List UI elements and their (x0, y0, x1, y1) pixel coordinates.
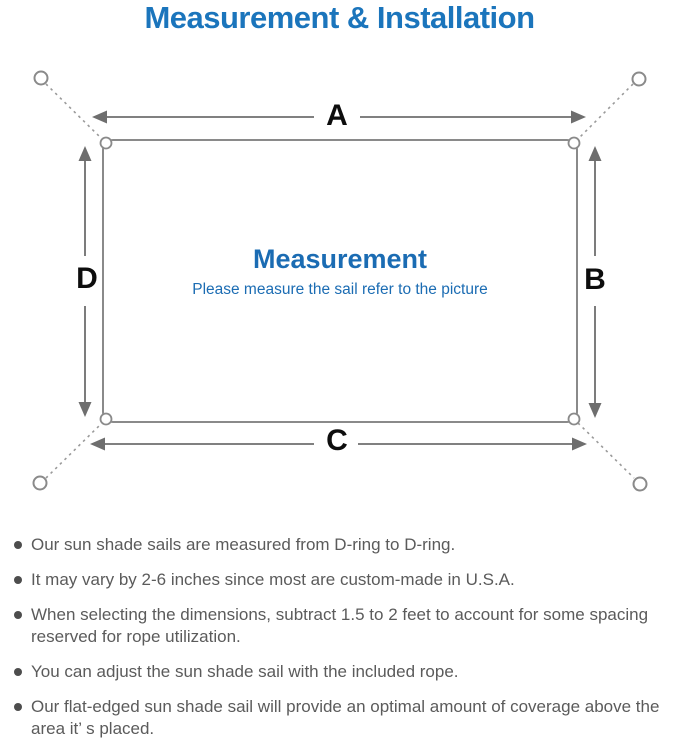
measurement-diagram: A B C D Measurement Please measure the s… (32, 70, 648, 492)
bullet-icon (14, 668, 22, 676)
d-ring-icon-bottom-right (567, 412, 581, 426)
measure-arrow-d (78, 146, 92, 417)
measure-arrow-a (92, 110, 586, 124)
guy-line-top-right (577, 83, 634, 140)
dimension-label-c: C (326, 424, 348, 457)
d-ring-icon-bottom-left (99, 412, 113, 426)
sail-diagram-graphic (32, 70, 648, 492)
note-text: When selecting the dimensions, subtract … (31, 605, 649, 646)
measure-arrows (78, 110, 602, 451)
list-item: When selecting the dimensions, subtract … (14, 604, 670, 648)
page-title: Measurement & Installation (144, 0, 535, 35)
bullet-icon (14, 576, 22, 584)
note-text: Our flat-edged sun shade sail will provi… (31, 697, 660, 738)
guy-lines (45, 83, 635, 479)
list-item: You can adjust the sun shade sail with t… (14, 661, 670, 683)
list-item: Our flat-edged sun shade sail will provi… (14, 696, 670, 740)
dimension-label-d: D (76, 262, 98, 295)
diagram-center-text: Measurement Please measure the sail refe… (103, 244, 577, 299)
instruction-notes-list: Our sun shade sails are measured from D-… (14, 534, 670, 753)
d-rings (99, 136, 581, 426)
anchor-rings (32, 70, 648, 492)
measure-arrow-b (588, 146, 602, 418)
note-text: Our sun shade sails are measured from D-… (31, 535, 456, 554)
bullet-icon (14, 611, 22, 619)
measure-arrow-c (90, 437, 587, 451)
dimension-label-b: B (584, 263, 606, 296)
anchor-ring-icon-bottom-left (32, 475, 48, 491)
note-text: It may vary by 2-6 inches since most are… (31, 570, 515, 589)
dimension-label-a: A (326, 99, 348, 132)
measurement-heading: Measurement (252, 244, 428, 274)
anchor-ring-icon-top-left (33, 70, 49, 86)
guy-line-bottom-right (577, 422, 635, 479)
d-ring-icon-top-right (567, 136, 581, 150)
list-item: Our sun shade sails are measured from D-… (14, 534, 670, 556)
bullet-icon (14, 703, 22, 711)
sail-outline (102, 139, 578, 423)
measurement-subheading: Please measure the sail refer to the pic… (192, 281, 488, 298)
d-ring-icon-top-left (99, 136, 113, 150)
guy-line-top-left (45, 83, 103, 140)
anchor-ring-icon-bottom-right (632, 476, 648, 492)
list-item: It may vary by 2-6 inches since most are… (14, 569, 670, 591)
anchor-ring-icon-top-right (631, 71, 647, 87)
guy-line-bottom-left (45, 422, 103, 479)
bullet-icon (14, 541, 22, 549)
note-text: You can adjust the sun shade sail with t… (31, 662, 459, 681)
